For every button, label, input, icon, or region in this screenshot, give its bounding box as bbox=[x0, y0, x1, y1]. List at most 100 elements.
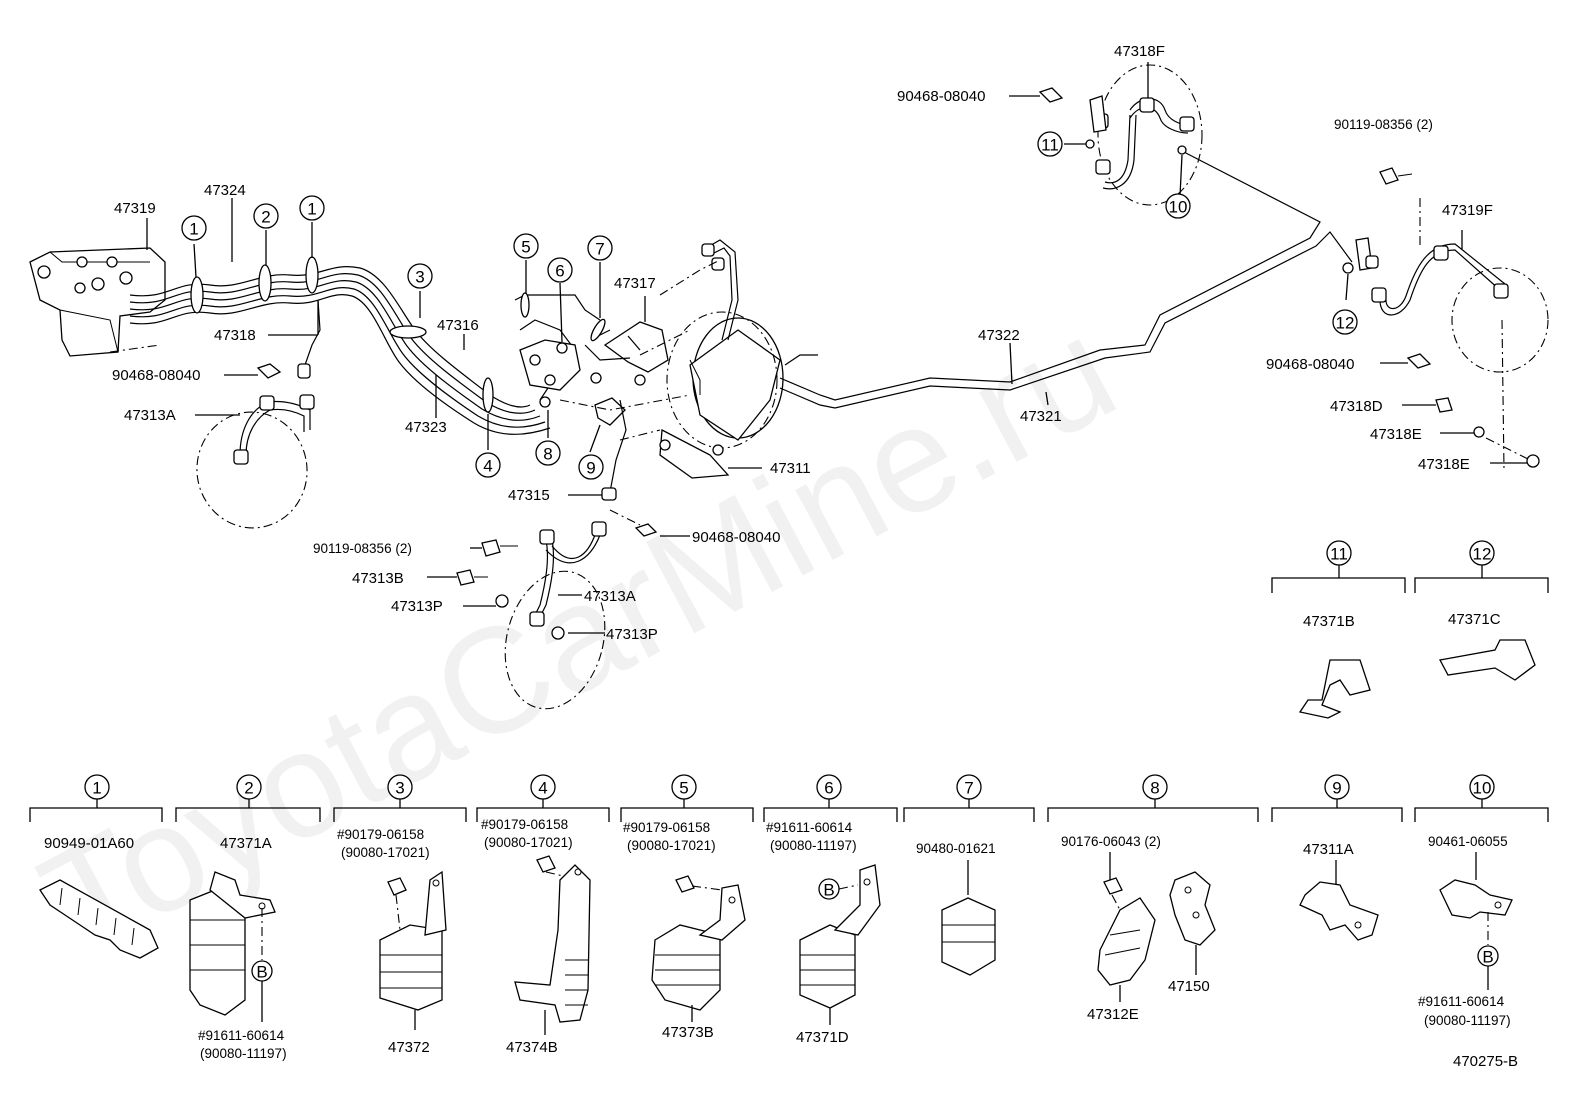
label-90080-17021-4: (90080-17021) bbox=[484, 835, 573, 850]
detail-1: 1 90949-01A60 bbox=[29, 774, 163, 959]
label-47313B: 47313B bbox=[352, 570, 404, 587]
label-47313P-a: 47313P bbox=[391, 598, 443, 615]
detail-5: 5 #90179-06158 (90080-17021) 47373B bbox=[620, 774, 754, 1041]
label-47318E-a: 47318E bbox=[1370, 426, 1422, 443]
ref-circle-11a: 11 bbox=[1037, 131, 1063, 157]
label-47313A-mid: 47313A bbox=[584, 588, 636, 605]
label-47318: 47318 bbox=[214, 327, 256, 344]
ref-circle-10a: 10 bbox=[1165, 193, 1191, 219]
svg-text:6: 6 bbox=[824, 779, 833, 798]
svg-text:3: 3 bbox=[415, 268, 424, 287]
label-90179-06158-3: #90179-06158 bbox=[337, 827, 424, 842]
label-47373B: 47373B bbox=[662, 1024, 714, 1041]
clamp-1b bbox=[305, 256, 319, 294]
svg-text:12: 12 bbox=[1336, 314, 1355, 333]
label-47311A: 47311A bbox=[1303, 841, 1354, 858]
label-90119-08356-a: 90119-08356 (2) bbox=[313, 541, 412, 556]
detail-3: 3 #90179-06158 (90080-17021) 47372 bbox=[333, 774, 467, 1056]
label-90080-17021-3: (90080-17021) bbox=[341, 845, 430, 860]
ref-circle-8a: 8 bbox=[535, 440, 561, 466]
ref-circle-7a: 7 bbox=[587, 235, 613, 261]
abs-actuator-assembly bbox=[29, 247, 166, 357]
svg-text:2: 2 bbox=[261, 208, 270, 227]
label-47313A-left: 47313A bbox=[124, 407, 176, 424]
svg-text:8: 8 bbox=[1150, 779, 1159, 798]
label-90179-06158-5: #90179-06158 bbox=[623, 820, 710, 835]
label-47318E-b: 47318E bbox=[1418, 456, 1470, 473]
label-47318D: 47318D bbox=[1330, 398, 1383, 415]
svg-text:9: 9 bbox=[586, 459, 595, 478]
ref-circle-3a: 3 bbox=[407, 263, 433, 289]
svg-text:10: 10 bbox=[1169, 198, 1188, 217]
label-90080-11197-6: (90080-11197) bbox=[770, 838, 857, 853]
detail-12: 12 47371C bbox=[1414, 540, 1549, 681]
ref-circle-1b: 1 bbox=[299, 195, 325, 221]
ref-circle-2a: 2 bbox=[253, 203, 279, 229]
detail-9: 9 47311A bbox=[1271, 774, 1403, 941]
clamp-5 bbox=[520, 292, 530, 318]
label-47371C: 47371C bbox=[1448, 611, 1501, 628]
detail-11: 11 47371B bbox=[1271, 540, 1406, 719]
svg-text:10: 10 bbox=[1473, 779, 1492, 798]
svg-text:12: 12 bbox=[1473, 545, 1492, 564]
svg-text:1: 1 bbox=[92, 779, 101, 798]
label-47319: 47319 bbox=[114, 200, 156, 217]
label-47312E: 47312E bbox=[1087, 1006, 1139, 1023]
label-47313P-b: 47313P bbox=[606, 626, 658, 643]
svg-text:5: 5 bbox=[679, 779, 688, 798]
detail-8: 8 90176-06043 (2) 47312E 47150 bbox=[1047, 774, 1259, 1023]
ref-circle-12a: 12 bbox=[1332, 309, 1358, 335]
label-47323: 47323 bbox=[405, 419, 447, 436]
label-90080-11197-10: (90080-11197) bbox=[1424, 1013, 1511, 1028]
detail-10: 10 90461-06055 B #91611-60614 (90080-111… bbox=[1414, 774, 1549, 1028]
rear-right-hose bbox=[1089, 64, 1203, 206]
svg-text:4: 4 bbox=[538, 779, 547, 798]
label-90468-08040-c: 90468-08040 bbox=[897, 88, 985, 105]
label-47319F: 47319F bbox=[1442, 202, 1493, 219]
svg-text:1: 1 bbox=[307, 200, 316, 219]
label-91611-60614-6: #91611-60614 bbox=[766, 820, 853, 835]
label-90119-08356-b: 90119-08356 (2) bbox=[1334, 117, 1433, 132]
label-91611-60614-10: #91611-60614 bbox=[1418, 994, 1505, 1009]
svg-text:4: 4 bbox=[483, 457, 492, 476]
svg-text:11: 11 bbox=[1330, 545, 1348, 564]
proportioning-valve-area bbox=[514, 294, 669, 501]
label-47374B: 47374B bbox=[506, 1039, 558, 1056]
svg-text:2: 2 bbox=[244, 779, 253, 798]
label-47371A: 47371A bbox=[220, 835, 272, 852]
detail-2: 2 47371A B #91611-60614 (90080-11197) bbox=[175, 774, 321, 1061]
ref-circle-1a: 1 bbox=[181, 215, 207, 241]
svg-text:11: 11 bbox=[1041, 136, 1059, 155]
label-90949-01A60: 90949-01A60 bbox=[44, 835, 134, 852]
drawing-number: 470275-B bbox=[1453, 1053, 1518, 1070]
svg-text:9: 9 bbox=[1332, 779, 1341, 798]
ref-circle-9a: 9 bbox=[578, 454, 604, 480]
ref-circle-5a: 5 bbox=[513, 233, 539, 259]
svg-text:8: 8 bbox=[543, 445, 552, 464]
ref-circle-4a: 4 bbox=[475, 452, 501, 478]
label-90179-06158-4: #90179-06158 bbox=[481, 817, 568, 832]
label-90080-17021-5: (90080-17021) bbox=[627, 838, 716, 853]
clamp-1a bbox=[190, 276, 204, 314]
label-47321: 47321 bbox=[1020, 408, 1062, 425]
svg-text:6: 6 bbox=[555, 262, 564, 281]
svg-text:B: B bbox=[1482, 948, 1493, 967]
svg-text:1: 1 bbox=[189, 220, 198, 239]
label-47311: 47311 bbox=[770, 460, 811, 477]
rear-left-hose bbox=[1355, 167, 1549, 373]
clamp-2 bbox=[258, 264, 272, 302]
label-90468-08040-b: 90468-08040 bbox=[692, 529, 780, 546]
label-90080-11197-a: (90080-11197) bbox=[200, 1046, 287, 1061]
label-90468-08040-a: 90468-08040 bbox=[112, 367, 200, 384]
svg-text:7: 7 bbox=[964, 779, 973, 798]
label-47322: 47322 bbox=[978, 327, 1020, 344]
clamp-4 bbox=[482, 377, 494, 413]
detail-6: 6 #91611-60614 (90080-11197) B 47371D bbox=[763, 774, 898, 1046]
label-47324: 47324 bbox=[204, 182, 246, 199]
label-90176-06043: 90176-06043 (2) bbox=[1061, 834, 1161, 849]
clamp-3 bbox=[389, 325, 427, 339]
detail-7: 7 90480-01621 bbox=[903, 774, 1035, 976]
label-90461-06055: 90461-06055 bbox=[1428, 834, 1508, 849]
svg-text:5: 5 bbox=[521, 238, 530, 257]
label-90468-08040-d: 90468-08040 bbox=[1266, 356, 1354, 373]
